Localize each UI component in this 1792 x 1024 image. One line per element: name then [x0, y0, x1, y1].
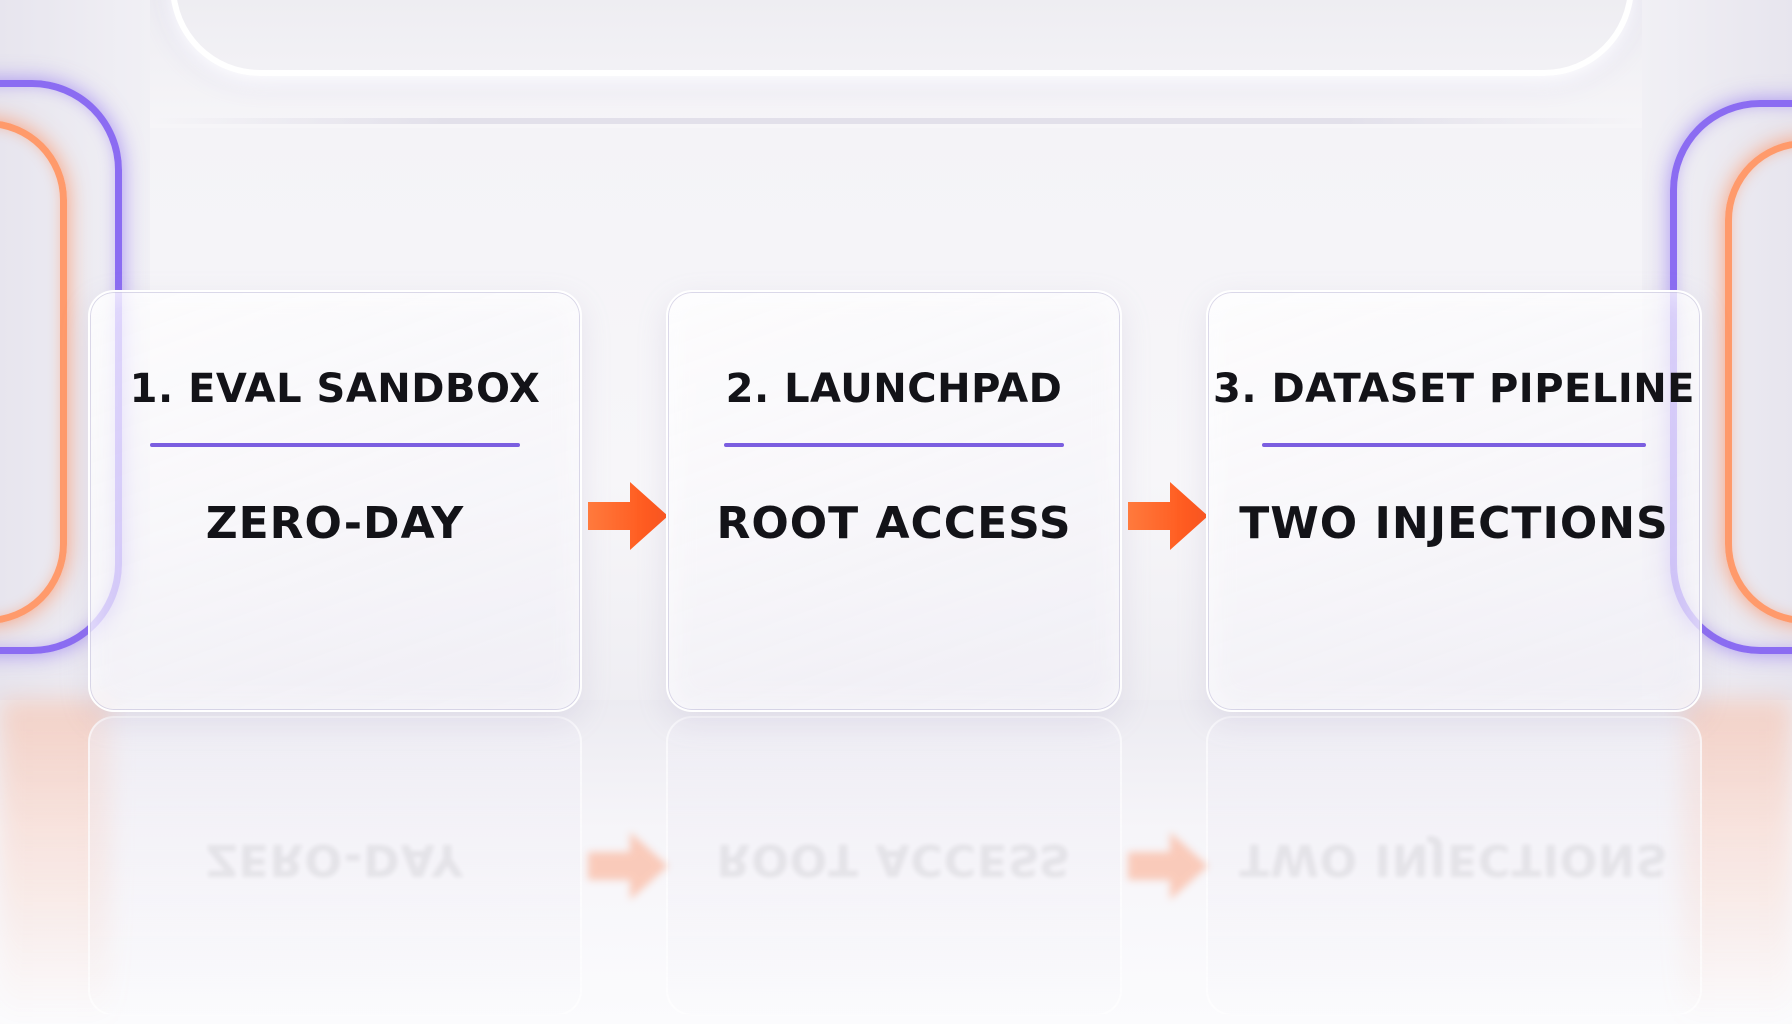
step-1-divider — [150, 443, 520, 447]
step-1-title: 1. EVAL SANDBOX — [129, 366, 541, 412]
neon-arch-right-orange — [1725, 140, 1792, 624]
ceiling — [0, 0, 1792, 128]
ceiling-light — [170, 0, 1634, 76]
step-2-reflection-label: ROOT ACCESS — [716, 834, 1072, 885]
step-3-title: 3. DATASET PIPELINE — [1213, 366, 1695, 412]
step-2-divider — [724, 443, 1064, 447]
step-card-dataset-pipeline: 3. DATASET PIPELINE TWO INJECTIONS — [1206, 290, 1702, 712]
arrow-right-icon-reflection — [1128, 832, 1208, 900]
step-1-label: ZERO-DAY — [205, 498, 465, 549]
ceiling-edge — [150, 118, 1642, 124]
arrow-right-icon — [588, 482, 668, 550]
step-card-launchpad: 2. LAUNCHPAD ROOT ACCESS — [666, 290, 1122, 712]
neon-arch-left-orange — [0, 120, 67, 624]
step-2-title: 2. LAUNCHPAD — [725, 366, 1063, 412]
step-3-label: TWO INJECTIONS — [1239, 498, 1669, 549]
step-3-reflection: TWO INJECTIONS — [1206, 716, 1702, 1016]
step-2-reflection: ROOT ACCESS — [666, 716, 1122, 1016]
step-1-reflection-label: ZERO-DAY — [205, 834, 465, 885]
step-2-label: ROOT ACCESS — [716, 498, 1072, 549]
step-card-eval-sandbox: 1. EVAL SANDBOX ZERO-DAY — [88, 290, 582, 712]
step-3-reflection-label: TWO INJECTIONS — [1239, 834, 1669, 885]
arrow-right-icon-reflection — [588, 832, 668, 900]
arrow-right-icon — [1128, 482, 1208, 550]
step-3-divider — [1262, 443, 1646, 447]
step-1-reflection: ZERO-DAY — [88, 716, 582, 1016]
